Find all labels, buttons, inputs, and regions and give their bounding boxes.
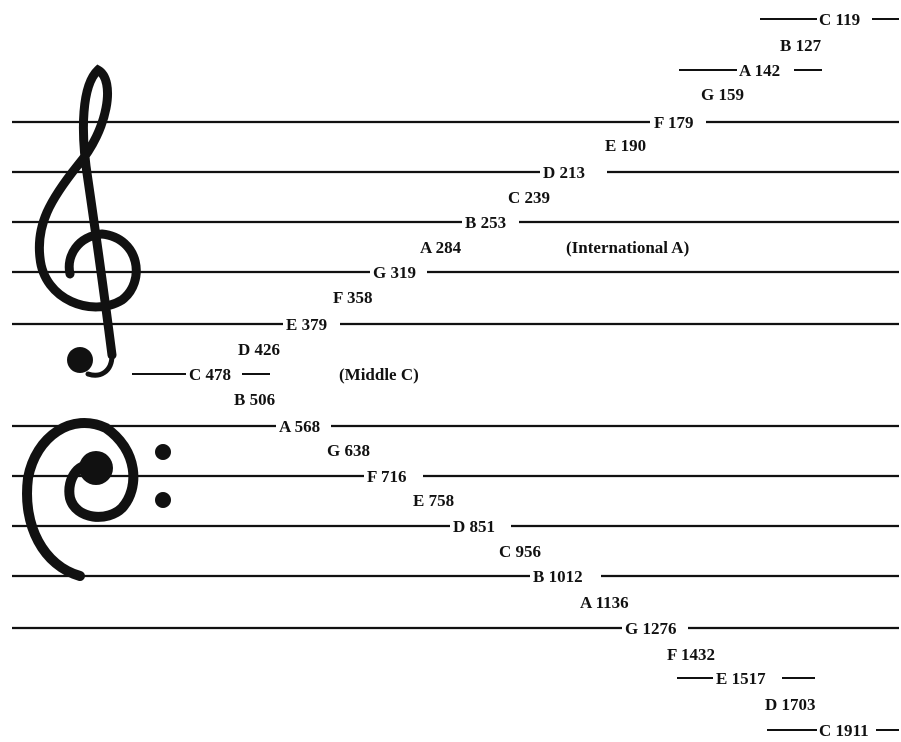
- note-label: E 758: [413, 491, 454, 510]
- note-label: G 319: [373, 263, 416, 282]
- note-label: G 1276: [625, 619, 676, 638]
- treble-staff-lines: [12, 120, 899, 326]
- note-label: F 179: [654, 113, 694, 132]
- note-label: C 239: [508, 188, 550, 207]
- note-label: A 142: [739, 61, 780, 80]
- note-label: E 190: [605, 136, 646, 155]
- bass-staff-lines: [12, 424, 899, 630]
- note-label: D 426: [238, 340, 280, 359]
- note-label: A 568: [279, 417, 320, 436]
- note-label: B 1012: [533, 567, 583, 586]
- bass-clef-dot-lower: [155, 492, 171, 508]
- bass-clef-icon: [22, 418, 171, 581]
- treble-clef-icon: [34, 64, 141, 378]
- note-label: B 127: [780, 36, 822, 55]
- note-label: E 1517: [716, 669, 766, 688]
- note-label: C 956: [499, 542, 541, 561]
- note-label: E 379: [286, 315, 327, 334]
- note-label: D 213: [543, 163, 585, 182]
- bass-clef-dot-upper: [155, 444, 171, 460]
- ledger-lines: [132, 18, 899, 731]
- note-label: B 506: [234, 390, 275, 409]
- note-label: G 638: [327, 441, 370, 460]
- note-label: B 253: [465, 213, 506, 232]
- note-label: C 478: [189, 365, 231, 384]
- note-label: C 1911: [819, 721, 869, 740]
- note-labels: C 119 B 127 A 142 G 159 F 179 E 190 D 21…: [189, 10, 869, 740]
- note-label: G 159: [701, 85, 744, 104]
- note-label: C 119: [819, 10, 860, 29]
- note-label: F 1432: [667, 645, 715, 664]
- note-label: D 1703: [765, 695, 816, 714]
- middle-c-annotation: (Middle C): [339, 365, 419, 384]
- note-label: F 716: [367, 467, 407, 486]
- international-a-annotation: (International A): [566, 238, 689, 257]
- note-label: A 284: [420, 238, 462, 257]
- note-label: A 1136: [580, 593, 629, 612]
- note-label: D 851: [453, 517, 495, 536]
- note-label: F 358: [333, 288, 373, 307]
